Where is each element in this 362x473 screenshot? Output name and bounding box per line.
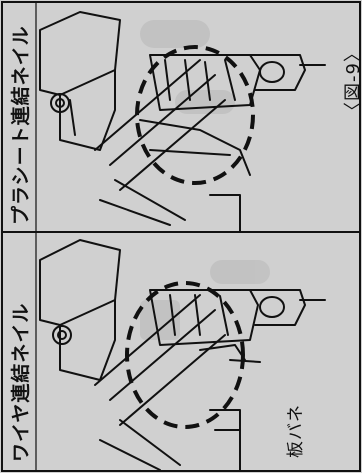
highlight-circle-top bbox=[135, 45, 255, 185]
figure-caption: 〈図-9〉 bbox=[343, 43, 362, 120]
highlight-circle-bottom bbox=[125, 281, 245, 429]
spring-plate-label: 板バネ bbox=[286, 404, 306, 458]
plastic-sheet-nail-label: プラシート連結ネイル bbox=[10, 25, 32, 225]
bottom-panel-drawing bbox=[39, 239, 326, 472]
wire-nail-label: ワイヤ連結ネイル bbox=[10, 302, 32, 462]
top-panel-drawing bbox=[39, 11, 326, 233]
